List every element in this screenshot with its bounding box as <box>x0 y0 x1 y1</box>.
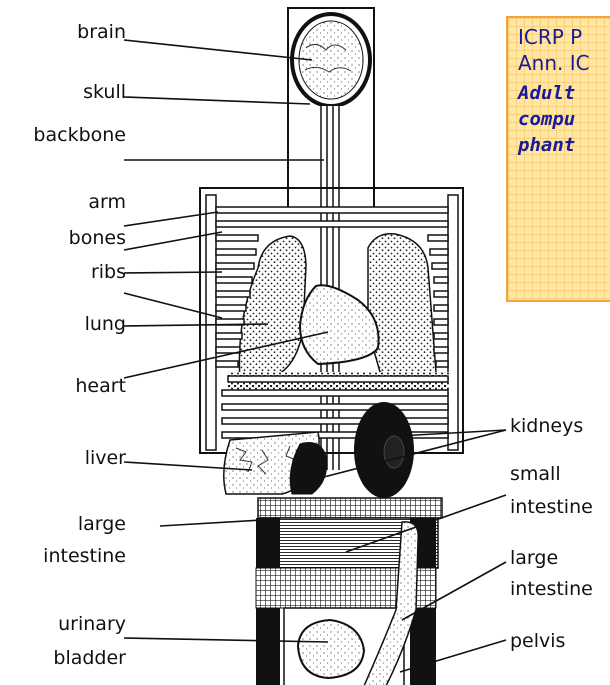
citation-box: ICRP P Ann. IC Adult compu phant <box>506 16 610 302</box>
left-lung <box>239 236 306 380</box>
citation-title-line-2: compu <box>518 106 610 132</box>
rib <box>216 305 246 311</box>
rib <box>434 319 448 325</box>
label-arm-bones-line1: arm <box>88 190 126 214</box>
citation-line-1: ICRP P <box>518 24 610 50</box>
label-liver: liver <box>85 446 126 470</box>
rib <box>216 291 250 297</box>
rib <box>216 263 254 269</box>
label-kidneys: kidneys <box>510 414 583 438</box>
rib <box>430 249 448 255</box>
heart-shape <box>300 285 379 364</box>
label-small-intestine-line1: small <box>510 462 561 486</box>
rib <box>228 376 448 382</box>
rib <box>434 277 448 283</box>
rib <box>216 221 448 227</box>
label-pelvis: pelvis <box>510 629 565 653</box>
label-heart: heart <box>75 374 126 398</box>
rib <box>222 390 448 396</box>
rib <box>216 207 448 213</box>
label-large-intestine-right-line1: large <box>510 546 558 570</box>
label-small-intestine-line2: intestine <box>510 495 593 519</box>
rib <box>222 418 448 424</box>
label-backbone: backbone <box>33 123 126 147</box>
rib <box>216 361 238 367</box>
rib <box>216 249 256 255</box>
citation-line-2: Ann. IC <box>518 50 610 76</box>
label-large-intestine-left-line1: large <box>78 512 126 536</box>
bladder-shape <box>298 620 364 678</box>
right-lung <box>368 234 436 378</box>
rib <box>216 235 258 241</box>
label-lung: lung <box>85 312 126 336</box>
rib <box>222 404 448 410</box>
rib <box>434 333 448 339</box>
rib <box>216 277 252 283</box>
label-skull: skull <box>83 80 126 104</box>
rib <box>434 305 448 311</box>
rib <box>216 333 242 339</box>
label-large-intestine-right-line2: intestine <box>510 577 593 601</box>
rib <box>434 291 448 297</box>
large-intestine-transverse <box>258 498 442 518</box>
label-brain: brain <box>77 20 126 44</box>
right-arm-bone <box>448 195 458 450</box>
rib <box>428 235 448 241</box>
label-urinary-bladder-line2: bladder <box>53 646 126 670</box>
label-arm-bones-line2: bones <box>69 226 126 250</box>
rib <box>432 263 448 269</box>
rib <box>436 361 448 367</box>
rib <box>434 347 448 353</box>
citation-title-line-1: Adult <box>518 80 610 106</box>
citation-title-line-3: phant <box>518 132 610 158</box>
label-urinary-bladder-line1: urinary <box>58 612 126 636</box>
abdomen-section <box>256 498 442 685</box>
label-ribs: ribs <box>91 260 126 284</box>
label-large-intestine-left-line2: intestine <box>43 544 126 568</box>
